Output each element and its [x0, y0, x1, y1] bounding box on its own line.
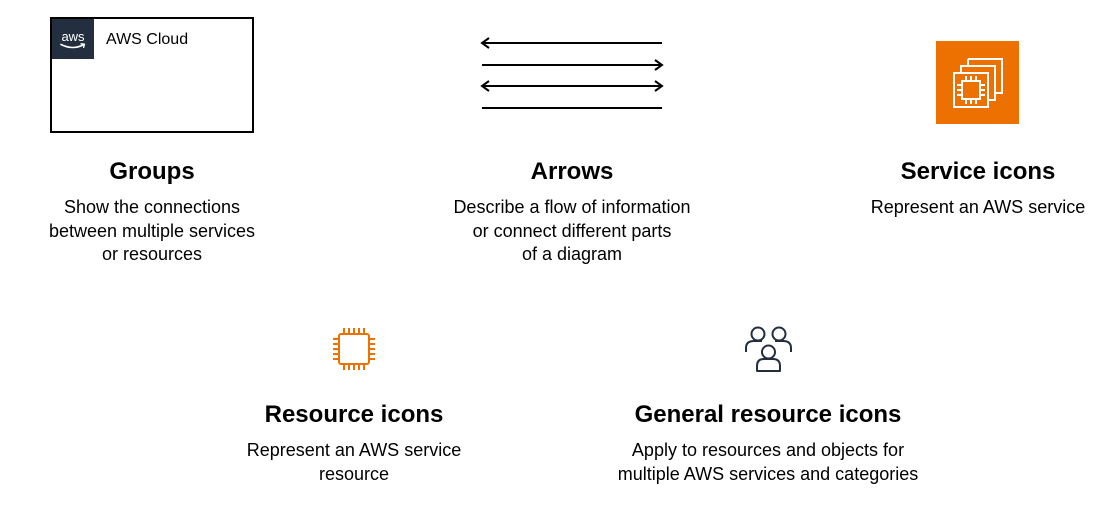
resource-icons-description-line: Represent an AWS service	[246, 440, 462, 460]
right-arrow	[482, 59, 664, 71]
groups-description-line: between multiple services	[48, 220, 256, 241]
groups-description-line: Show the connections	[63, 197, 241, 217]
ec2-instances-icon	[936, 41, 1019, 124]
arrows-description-line: of a diagram	[521, 244, 623, 264]
resource-icons-description-line: resource	[318, 463, 390, 484]
arrow-samples	[480, 37, 664, 109]
general-resource-icons-description-line: multiple AWS services and categories	[617, 463, 919, 484]
ec2-instances-glyph	[952, 57, 1003, 108]
arrows-description-line: Describe a flow of information	[453, 197, 691, 217]
chip-resource-icon	[333, 328, 375, 370]
service-icons-description: Represent an AWS service	[848, 196, 1108, 220]
service-icons-title: Service icons	[900, 158, 1056, 185]
arrows-description-line: or connect different parts	[472, 220, 672, 241]
resource-icons-description: Represent an AWS service resource	[214, 439, 494, 486]
left-arrow	[480, 37, 662, 49]
aws-smile-icon	[60, 43, 86, 49]
double-headed-arrow	[480, 80, 664, 92]
service-icons-description-line: Represent an AWS service	[870, 197, 1086, 217]
resource-icons-title: Resource icons	[264, 401, 444, 428]
aws-logo-text: aws	[61, 29, 85, 44]
general-resource-icons-description-line: Apply to resources and objects for	[631, 440, 905, 460]
aws-logo-icon: aws	[52, 19, 94, 59]
aws-cloud-group-box: aws AWS Cloud	[50, 17, 254, 133]
group-box-label: AWS Cloud	[106, 31, 189, 48]
users-icon	[745, 326, 792, 372]
arrows-title: Arrows	[530, 158, 614, 185]
general-resource-icons-description: Apply to resources and objects for multi…	[588, 439, 948, 486]
general-resource-icons-title: General resource icons	[634, 401, 902, 428]
arrows-description: Describe a flow of information or connec…	[432, 196, 712, 267]
groups-title: Groups	[109, 158, 195, 185]
groups-description-line: or resources	[101, 244, 203, 264]
groups-description: Show the connections between multiple se…	[20, 196, 284, 267]
